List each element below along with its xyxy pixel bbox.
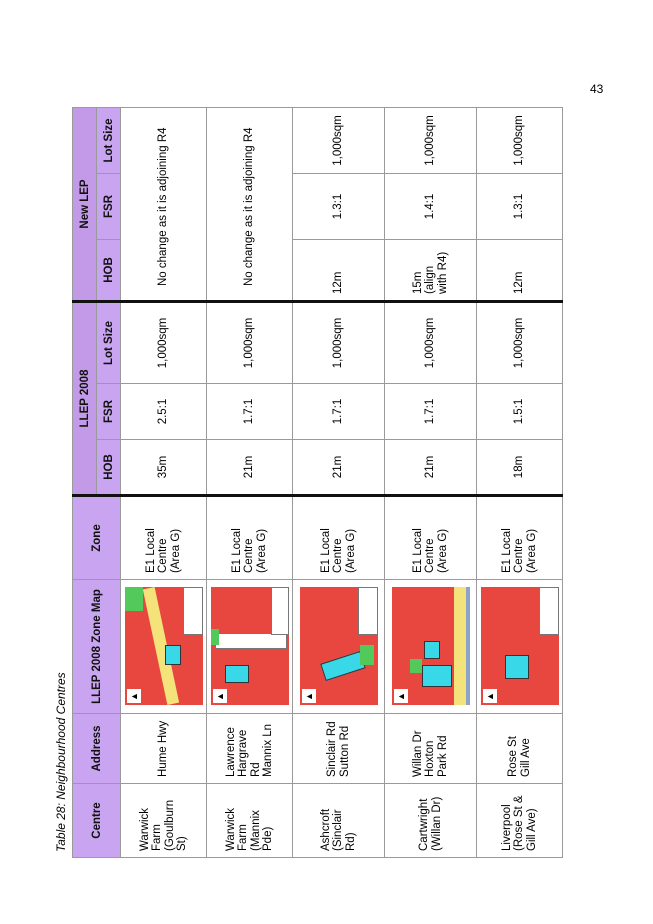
cell-new-lep-note: No change as it is adjoining R4 — [206, 107, 293, 302]
north-arrow-icon: ▲ — [301, 689, 316, 704]
cell-new-hob: 12m — [292, 239, 385, 302]
cell-centre: Liverpool (Rose St & Gill Ave) — [476, 783, 563, 858]
zone-map-image: ▲ — [391, 587, 470, 706]
cell-llep-hob: 18m — [476, 439, 563, 496]
cell-llep-fsr: 1.7:1 — [206, 383, 293, 440]
header-llep-hob: HOB — [96, 439, 121, 496]
cell-centre: Warwick Farm (Goulburn St) — [120, 783, 207, 858]
table-row: Warwick Farm (Mannix Pde) Lawrence Hargr… — [206, 107, 293, 858]
cell-new-hob: 15m (align with R4) — [384, 239, 477, 302]
cell-address: Sinclair Rd Sutton Rd — [292, 713, 385, 784]
cell-llep-fsr: 1.5:1 — [476, 383, 563, 440]
cell-zone-map: ▲ — [292, 579, 385, 714]
rotated-page-content: Table 28: Neighbourhood Centres Centre A… — [54, 58, 596, 858]
table-row: Liverpool (Rose St & Gill Ave) Rose St G… — [476, 107, 563, 858]
cell-llep-fsr: 1.7:1 — [384, 383, 477, 440]
header-centre: Centre — [72, 783, 121, 858]
table-caption: Table 28: Neighbourhood Centres — [54, 672, 68, 852]
cell-new-fsr: 1.3:1 — [476, 173, 563, 240]
cell-zone: E1 Local Centre (Area G) — [292, 495, 385, 580]
table-row: Ashcroft (Sinclair Rd) Sinclair Rd Sutto… — [292, 107, 385, 858]
table-row: Warwick Farm (Goulburn St) Hume Hwy ▲ E1… — [120, 107, 207, 858]
north-arrow-icon: ▲ — [482, 689, 497, 704]
table-row: Cartwright (Willan Dr) Willan Dr Hoxton … — [384, 107, 477, 858]
zone-map-image: ▲ — [480, 587, 559, 706]
cell-llep-hob: 21m — [206, 439, 293, 496]
cell-zone: E1 Local Centre (Area G) — [384, 495, 477, 580]
north-arrow-icon: ▲ — [393, 689, 408, 704]
cell-zone-map: ▲ — [206, 579, 293, 714]
header-address: Address — [72, 713, 121, 784]
cell-centre: Cartwright (Willan Dr) — [384, 783, 477, 858]
cell-address: Hume Hwy — [120, 713, 207, 784]
header-llep-lot-size: Lot Size — [96, 301, 121, 384]
header-zone-map: LLEP 2008 Zone Map — [72, 579, 121, 714]
cell-new-hob: 12m — [476, 239, 563, 302]
header-zone: Zone — [72, 495, 121, 580]
cell-zone: E1 Local Centre (Area G) — [120, 495, 207, 580]
header-new-lot-size: Lot Size — [96, 107, 121, 174]
header-llep-fsr: FSR — [96, 383, 121, 440]
cell-address: Rose St Gill Ave — [476, 713, 563, 784]
north-arrow-icon: ▲ — [212, 689, 227, 704]
cell-zone-map: ▲ — [120, 579, 207, 714]
neighbourhood-centres-table: Centre Address LLEP 2008 Zone Map Zone L… — [72, 107, 563, 858]
cell-zone-map: ▲ — [384, 579, 477, 714]
page-number: 43 — [590, 82, 604, 96]
cell-zone: E1 Local Centre (Area G) — [206, 495, 293, 580]
zone-map-image: ▲ — [124, 587, 203, 706]
cell-address: Lawrence Hargrave Rd Mannix Ln — [206, 713, 293, 784]
cell-llep-hob: 21m — [292, 439, 385, 496]
cell-new-lep-note: No change as it is adjoining R4 — [120, 107, 207, 302]
header-llep-2008: LLEP 2008 — [72, 301, 97, 496]
cell-centre: Warwick Farm (Mannix Pde) — [206, 783, 293, 858]
cell-new-lot: 1,000sqm — [476, 107, 563, 174]
cell-new-fsr: 1.3:1 — [292, 173, 385, 240]
cell-llep-lot: 1,000sqm — [292, 301, 385, 384]
header-new-fsr: FSR — [96, 173, 121, 240]
header-new-hob: HOB — [96, 239, 121, 302]
north-arrow-icon: ▲ — [126, 689, 141, 704]
cell-zone-map: ▲ — [476, 579, 563, 714]
cell-address: Willan Dr Hoxton Park Rd — [384, 713, 477, 784]
cell-llep-hob: 35m — [120, 439, 207, 496]
cell-llep-lot: 1,000sqm — [476, 301, 563, 384]
cell-llep-lot: 1,000sqm — [120, 301, 207, 384]
cell-llep-fsr: 2.5:1 — [120, 383, 207, 440]
cell-llep-lot: 1,000sqm — [384, 301, 477, 384]
cell-llep-lot: 1,000sqm — [206, 301, 293, 384]
cell-llep-fsr: 1.7:1 — [292, 383, 385, 440]
cell-zone: E1 Local Centre (Area G) — [476, 495, 563, 580]
zone-map-image: ▲ — [299, 587, 378, 706]
cell-llep-hob: 21m — [384, 439, 477, 496]
cell-new-lot: 1,000sqm — [384, 107, 477, 174]
header-new-lep: New LEP — [72, 107, 97, 302]
cell-new-fsr: 1.4:1 — [384, 173, 477, 240]
cell-centre: Ashcroft (Sinclair Rd) — [292, 783, 385, 858]
zone-map-image: ▲ — [210, 587, 289, 706]
cell-new-lot: 1,000sqm — [292, 107, 385, 174]
